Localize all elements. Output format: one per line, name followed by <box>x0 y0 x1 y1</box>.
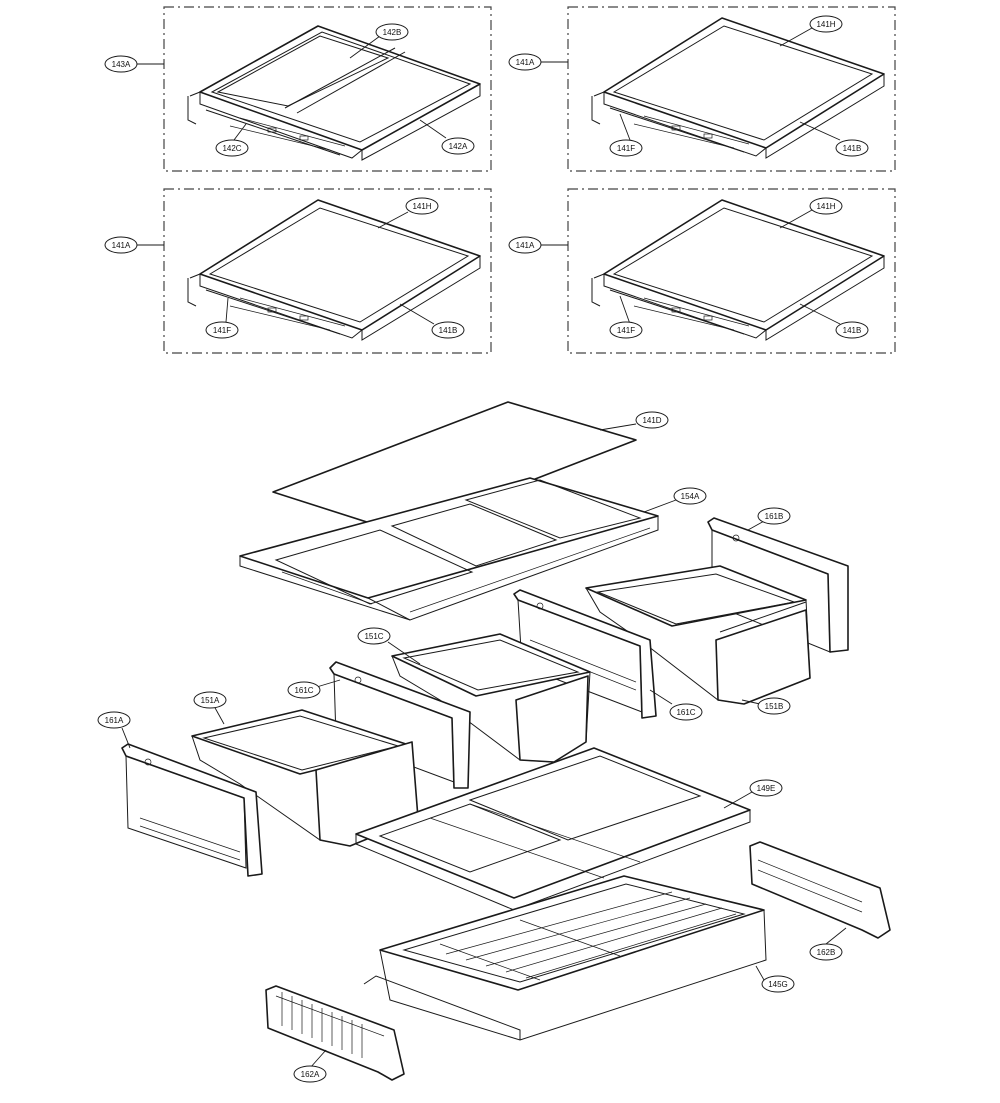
label-154a: 154A <box>673 487 707 505</box>
svg-text:149E: 149E <box>757 784 776 793</box>
svg-text:141B: 141B <box>439 326 458 335</box>
svg-text:142A: 142A <box>449 142 468 151</box>
svg-text:141B: 141B <box>843 326 862 335</box>
label-142b: 142B <box>375 23 409 41</box>
label-151b: 151B <box>757 697 791 715</box>
svg-text:145G: 145G <box>768 980 788 989</box>
label-161b: 161B <box>757 507 791 525</box>
svg-text:141A: 141A <box>516 241 535 250</box>
bottom-drawer-145g <box>363 875 767 1041</box>
glass-panel-141d <box>272 401 637 533</box>
svg-text:161A: 161A <box>105 716 124 725</box>
svg-text:161B: 161B <box>765 512 784 521</box>
label-141a-2: 141A <box>104 236 138 254</box>
svg-text:161C: 161C <box>294 686 313 695</box>
group-box-141a-mid-right <box>567 188 896 354</box>
label-161a: 161A <box>97 711 131 729</box>
label-161c-right: 161C <box>669 703 703 721</box>
label-141f-3: 141F <box>609 321 643 339</box>
svg-text:141D: 141D <box>642 416 661 425</box>
svg-text:141A: 141A <box>516 58 535 67</box>
shelf-141a-top <box>591 17 885 159</box>
crisper-cover-154a <box>239 477 659 621</box>
drawer-151c <box>391 633 591 763</box>
label-143a: 143A <box>104 55 138 73</box>
label-142a: 142A <box>441 137 475 155</box>
label-141a-3: 141A <box>508 236 542 254</box>
label-142c: 142C <box>215 139 249 157</box>
rail-162a <box>265 985 405 1081</box>
label-141h-3: 141H <box>809 197 843 215</box>
drawer-151b <box>585 565 811 705</box>
svg-text:141H: 141H <box>816 202 835 211</box>
label-151a: 151A <box>193 691 227 709</box>
svg-text:161C: 161C <box>676 708 695 717</box>
shelf-143a <box>187 25 481 161</box>
label-141h-2: 141H <box>405 197 439 215</box>
part-labels: 143A 142B 142C 142A 141A 141H 141F 141B … <box>97 15 869 1083</box>
svg-text:151A: 151A <box>201 696 220 705</box>
svg-text:154A: 154A <box>681 492 700 501</box>
group-box-141a-top <box>567 6 896 172</box>
label-141a-1: 141A <box>508 53 542 71</box>
svg-text:141F: 141F <box>213 326 231 335</box>
label-141f-2: 141F <box>205 321 239 339</box>
label-141d: 141D <box>635 411 669 429</box>
leader-lines <box>121 27 847 1069</box>
shelf-141a-mid-right <box>591 199 885 341</box>
label-149e: 149E <box>749 779 783 797</box>
svg-text:151B: 151B <box>765 702 784 711</box>
svg-text:162A: 162A <box>301 1070 320 1079</box>
svg-text:142C: 142C <box>222 144 241 153</box>
label-145g: 145G <box>761 975 795 993</box>
shelf-141a-mid-left <box>187 199 481 341</box>
svg-text:141B: 141B <box>843 144 862 153</box>
svg-text:151C: 151C <box>364 632 383 641</box>
svg-text:162B: 162B <box>817 948 836 957</box>
label-141b-3: 141B <box>835 321 869 339</box>
svg-text:141A: 141A <box>112 241 131 250</box>
label-141b-2: 141B <box>431 321 465 339</box>
label-141b-1: 141B <box>835 139 869 157</box>
svg-text:141H: 141H <box>412 202 431 211</box>
label-162b: 162B <box>809 943 843 961</box>
divider-panel-161c-left <box>329 661 471 789</box>
divider-panel-161a <box>121 743 263 877</box>
svg-text:141F: 141F <box>617 144 635 153</box>
group-box-141a-mid-left <box>163 188 492 354</box>
group-box-143a <box>163 6 492 172</box>
svg-text:142B: 142B <box>383 28 402 37</box>
svg-text:141F: 141F <box>617 326 635 335</box>
label-151c: 151C <box>357 627 391 645</box>
svg-text:141H: 141H <box>816 20 835 29</box>
label-141f-1: 141F <box>609 139 643 157</box>
svg-text:143A: 143A <box>112 60 131 69</box>
rail-162b <box>749 841 891 939</box>
label-162a: 162A <box>293 1065 327 1083</box>
label-141h-1: 141H <box>809 15 843 33</box>
label-161c-left: 161C <box>287 681 321 699</box>
